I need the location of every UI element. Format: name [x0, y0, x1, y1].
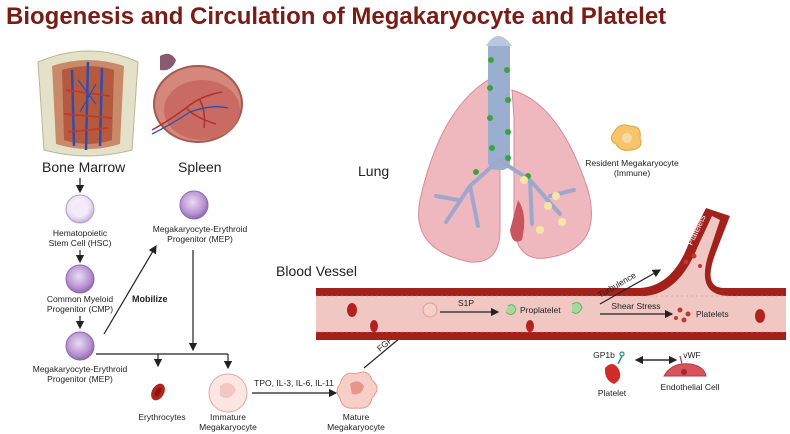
vessel-rbc-1 [347, 303, 357, 317]
platelet-dot-4 [674, 316, 678, 320]
mep-spleen-label-line1: Megakaryocyte-Erythroid [153, 224, 248, 234]
mature-label-line1: Mature [343, 412, 370, 422]
platelet-cell [604, 364, 621, 384]
vwf-label: vWF [683, 350, 700, 360]
lung-illustration [418, 36, 592, 263]
cmp-label-line1: Common Myeloid [47, 294, 113, 304]
mep-bm-cell [65, 331, 95, 361]
s1p-label: S1P [458, 298, 474, 308]
lung-label: Lung [358, 163, 389, 179]
cytokines-label: TPO, IL-3, IL-6, IL-11 [254, 378, 334, 388]
cmp-label-line2: Progenitor (CMP) [47, 304, 113, 314]
bone-marrow-illustration [37, 50, 139, 157]
platelet-dot-2 [685, 311, 691, 317]
mobilize-label: Mobilize [132, 294, 168, 304]
gp1b-label: GP1b [593, 350, 615, 360]
proplatelet-label: Proplatelet [520, 305, 561, 315]
gp1b-receptor-head [619, 351, 625, 357]
mep-bm-label-line2: Progenitor (MEP) [47, 374, 113, 384]
platelet-label: Platelet [598, 388, 627, 398]
endothelial-label: Endothelial Cell [660, 382, 719, 392]
spleen-label: Spleen [178, 159, 222, 175]
mep-spleen-label-line2: Progenitor (MEP) [167, 234, 233, 244]
spleen-illustration [151, 53, 243, 143]
branch-platelet-2 [691, 253, 697, 259]
immature-label-line1: Immature [210, 412, 246, 422]
arrow-mobilize [103, 244, 157, 335]
gp1b-receptor [617, 355, 623, 365]
hsc-label-line2: Stem Cell (HSC) [49, 238, 112, 248]
platelet-dot-1 [677, 307, 683, 313]
immature-label-line2: Megakaryocyte [199, 422, 257, 432]
immature-mk-nucleus [220, 382, 236, 398]
page-title: Biogenesis and Circulation of Megakaryoc… [6, 3, 666, 30]
platelets-vessel-label: Platelets [696, 309, 729, 319]
resident-label-line2: (Immune) [614, 168, 651, 178]
branch-platelet-1 [683, 259, 689, 265]
mep-bm-label-line1: Megakaryocyte-Erythroid [33, 364, 128, 374]
resident-label-line1: Resident Megakaryocyte [585, 158, 679, 168]
vwf-strand [679, 355, 683, 365]
mature-label-line2: Megakaryocyte [327, 422, 385, 432]
blood-vessel-label: Blood Vessel [276, 263, 357, 279]
platelet-dot-3 [681, 317, 687, 323]
bone-marrow-label: Bone Marrow [42, 159, 126, 175]
mature-mk-nucleus [350, 381, 364, 395]
endothelial-nucleus [681, 369, 687, 375]
vessel-megakaryocyte [422, 302, 438, 318]
branch-platelet-3 [698, 264, 702, 268]
vessel-rbc-4 [755, 309, 765, 323]
cmp-cell [65, 264, 95, 294]
vessel-rbc-2 [370, 320, 378, 332]
erythrocyte-center [154, 387, 162, 397]
hsc-nucleus [72, 201, 88, 217]
hsc-label-line1: Hematopoietic [53, 228, 108, 238]
resident-mk-nucleus [622, 133, 632, 143]
proplatelet-shape [505, 304, 517, 316]
vessel-rbc-3 [526, 320, 534, 332]
proplatelet-shape-2 [571, 302, 583, 314]
shear-stress-label: Shear Stress [611, 301, 660, 311]
mep-spleen-cell [179, 190, 209, 220]
erythrocytes-label: Erythrocytes [138, 412, 185, 422]
arrow-turbulence [599, 269, 662, 305]
